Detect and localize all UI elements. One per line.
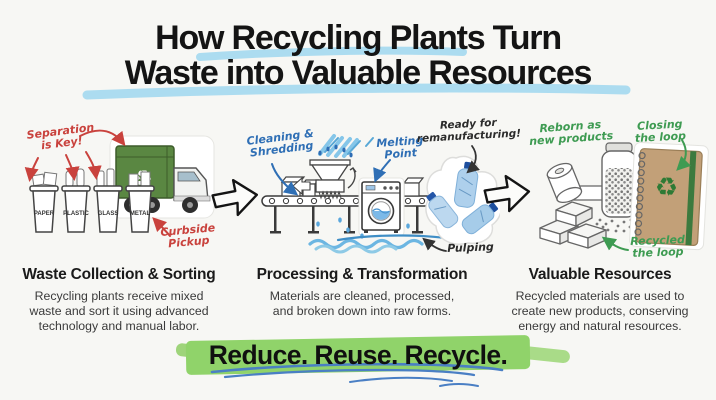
title-line-1: How Recycling Plants Turn	[155, 19, 562, 57]
stage-2-description: Processing & Transformation Materials ar…	[240, 266, 484, 319]
stage-3-heading: Valuable Resources	[528, 266, 672, 283]
slogan-text: Reduce. Reuse. Recycle.	[208, 340, 508, 370]
bin-label-paper: PAPER	[34, 211, 55, 217]
stage-3-body: Recycled materials are used to create ne…	[511, 289, 689, 334]
note-closing: Closing the loop	[634, 117, 687, 146]
pellet-jar-icon	[601, 142, 637, 218]
stage-3-description: Valuable Resources Recycled materials ar…	[486, 266, 714, 335]
blue-underline-scribble	[210, 362, 504, 387]
stage-2-heading: Processing & Transformation	[256, 266, 468, 283]
note-recycled: Recycled the loop	[629, 233, 686, 261]
flow-arrow-2-icon	[483, 174, 531, 213]
resources-illustration: ♻	[539, 139, 709, 251]
bin-label-metal: METAL	[130, 211, 151, 217]
blue-scribble-top	[318, 134, 374, 158]
title-highlight-strokes	[82, 46, 631, 100]
title-line-2: Waste into Valuable Resources	[124, 54, 593, 92]
plastic-bottles-icon	[425, 155, 500, 245]
stage-2-body: Materials are cleaned, processed, and br…	[269, 289, 455, 319]
recycling-bins-icon: PAPER PLASTIC GLASS METAL	[29, 185, 155, 233]
blue-scribble-bottom	[308, 234, 460, 254]
paper-roll-icon	[546, 162, 616, 204]
garbage-truck-icon: ♻	[109, 135, 215, 219]
collection-illustration: ♻ PAPER PLASTIC	[24, 129, 215, 237]
spray-drops-icon	[318, 144, 353, 158]
note-pulping: Pulping	[446, 240, 495, 255]
bin-label-glass: GLASS	[98, 211, 119, 217]
bin-label-plastic: PLASTIC	[63, 211, 89, 217]
metal-ingots-icon	[539, 201, 607, 249]
stage-1-body: Recycling plants receive mixed waste and…	[29, 289, 209, 334]
red-annotation-arrows	[24, 129, 171, 237]
note-curbside: Curbside Pickup	[159, 221, 216, 251]
green-annotation-arrows	[601, 139, 692, 251]
stage-1-description: Waste Collection & Sorting Recycling pla…	[4, 266, 234, 335]
processing-illustration	[261, 134, 500, 254]
stage-1-heading: Waste Collection & Sorting	[22, 266, 216, 283]
stage2-annotation-arrows	[271, 145, 480, 252]
washing-machine-icon	[358, 177, 405, 237]
notebook-recycle-icon: ♻	[654, 172, 679, 203]
flow-arrow-1-icon	[211, 179, 258, 217]
